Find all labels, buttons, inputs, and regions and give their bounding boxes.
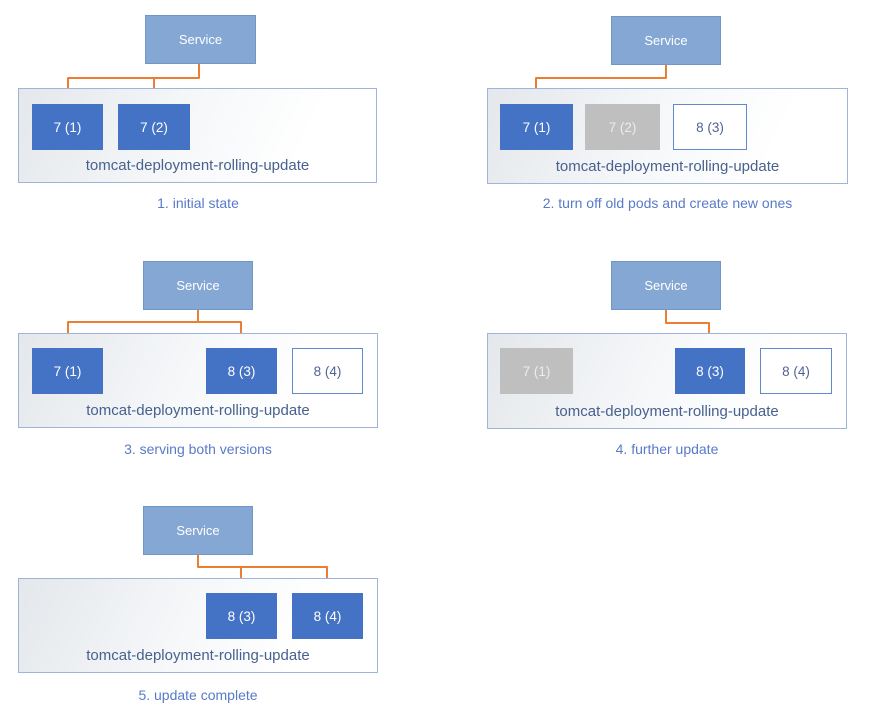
deployment-label: tomcat-deployment-rolling-update — [85, 157, 310, 174]
panel-caption: 4. further update — [615, 441, 719, 457]
pod-8-4: 8 (4) — [292, 593, 363, 639]
pod-8-4: 8 (4) — [292, 348, 363, 394]
pod-8-4: 8 (4) — [760, 348, 832, 394]
pod-8-3: 8 (3) — [206, 593, 277, 639]
deployment-label: tomcat-deployment-rolling-update — [555, 403, 779, 420]
panel-caption: 3. serving both versions — [124, 441, 272, 457]
pod-7-1: 7 (1) — [32, 348, 103, 394]
service-box: Service — [143, 506, 253, 555]
pod-7-2: 7 (2) — [585, 104, 660, 150]
pod-8-3: 8 (3) — [675, 348, 745, 394]
service-box: Service — [145, 15, 256, 64]
pod-7-1: 7 (1) — [32, 104, 103, 150]
deployment-label: tomcat-deployment-rolling-update — [555, 158, 780, 175]
deployment-label: tomcat-deployment-rolling-update — [86, 402, 310, 419]
deployment-label: tomcat-deployment-rolling-update — [86, 647, 310, 664]
service-box: Service — [611, 16, 721, 65]
panel-caption: 5. update complete — [138, 687, 258, 703]
pod-8-3: 8 (3) — [673, 104, 747, 150]
service-box: Service — [611, 261, 721, 310]
service-box: Service — [143, 261, 253, 310]
panel-caption: 2. turn off old pods and create new ones — [542, 195, 793, 211]
pod-7-1: 7 (1) — [500, 348, 573, 394]
pod-8-3: 8 (3) — [206, 348, 277, 394]
panel-caption: 1. initial state — [157, 195, 239, 211]
pod-7-2: 7 (2) — [118, 104, 190, 150]
pod-7-1: 7 (1) — [500, 104, 573, 150]
